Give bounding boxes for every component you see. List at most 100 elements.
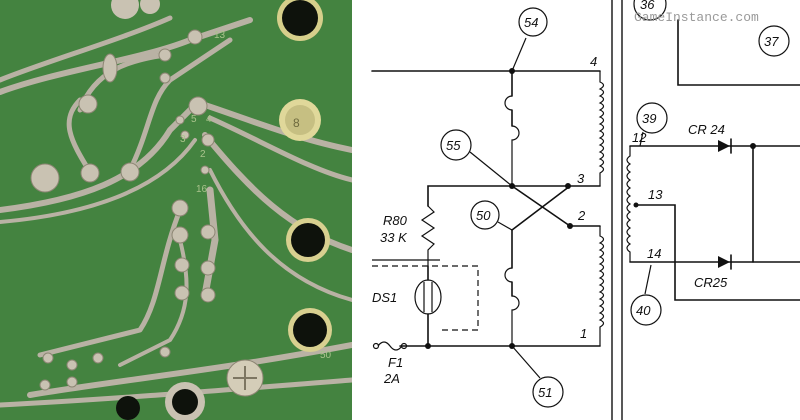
pin-label-1: 1 (580, 326, 587, 341)
pin-label-2: 2 (577, 208, 586, 223)
switch-blade (511, 185, 571, 227)
node-circle-50 (470, 200, 500, 230)
solder-pad (120, 162, 140, 182)
pin-label-14: 14 (647, 246, 661, 261)
lamp-enclosure-dashed (372, 265, 479, 331)
pcb-silk-label: 5 (191, 114, 197, 125)
node-label-54: 54 (524, 15, 538, 30)
fuse-f1-symbol (377, 341, 403, 351)
trace (202, 102, 352, 153)
node-label-36: 36 (640, 0, 655, 12)
node-label-40: 40 (636, 303, 651, 318)
leader-55 (469, 151, 513, 187)
wire-upper-right (677, 19, 800, 86)
lamp-label: DS1 (372, 290, 397, 305)
pcb-traces (0, 15, 352, 408)
diode-cr24-label: CR 24 (688, 122, 725, 137)
solder-pad (200, 165, 210, 175)
trace (207, 115, 352, 183)
solder-pad (175, 115, 185, 125)
leader-50 (497, 221, 513, 231)
wire-pin-13 (635, 204, 800, 301)
junction-dot (565, 183, 571, 189)
resistor-r80 (420, 205, 436, 266)
trace (66, 97, 93, 175)
pin-label-13: 13 (648, 187, 663, 202)
solder-pad (39, 379, 51, 391)
diode-cr25-label: CR25 (694, 275, 728, 290)
trace (0, 138, 197, 224)
trace (37, 207, 183, 358)
switch-contact (511, 295, 520, 346)
trace (208, 168, 352, 302)
diode-cr24 (718, 140, 730, 152)
solder-blob (140, 0, 160, 14)
secondary-winding (626, 146, 632, 262)
trace (202, 132, 352, 253)
solder-pad (187, 29, 203, 45)
leader-51 (511, 345, 541, 379)
solder-pad (188, 96, 208, 116)
mounting-hole (285, 105, 315, 135)
solder-pad (159, 346, 171, 358)
switch-contact (511, 125, 520, 186)
pcb-photo: 13 8 4 5 3 2 16 50 (0, 0, 352, 420)
schematic-background (352, 0, 800, 420)
solder-pad (201, 133, 215, 147)
pcb-silk-label: 13 (214, 30, 226, 41)
transformer-winding-upper (598, 71, 605, 186)
node-label-50: 50 (476, 208, 491, 223)
mounting-hole (282, 0, 318, 36)
pcb-silk-label: 8 (293, 116, 300, 130)
pcb-pads (30, 29, 216, 391)
pin-label-12: 12 (632, 130, 647, 145)
fuse-terminal (400, 342, 408, 350)
solder-pad (159, 72, 171, 84)
pcb-silk-label: 3 (180, 134, 186, 145)
pin-label-3: 3 (577, 171, 585, 186)
transformer-winding-lower (598, 226, 605, 346)
resistor-name: R80 (383, 213, 408, 228)
pcb-holes (111, 0, 332, 420)
solder-pad (180, 130, 190, 140)
solder-pad (174, 257, 190, 273)
mounting-hole (116, 396, 140, 420)
fuse-label: F1 (388, 355, 403, 370)
pcb-silk-label: 16 (196, 184, 208, 195)
solder-pad (171, 226, 189, 244)
solder-pad (200, 224, 216, 240)
trace (0, 15, 173, 83)
solder-pad (80, 163, 100, 183)
schematic: 54 4 3 55 2 50 1 51 F1 2A R80 33 K (352, 0, 800, 420)
switch-contact (504, 95, 513, 111)
node-circle-55 (440, 129, 472, 161)
fuse-terminal (372, 342, 380, 350)
node-label-51: 51 (538, 385, 552, 400)
solder-pad (78, 94, 98, 114)
watermark: GameInstance.com (634, 10, 759, 25)
node-label-55: 55 (446, 138, 461, 153)
diode-cr25 (718, 256, 730, 268)
solder-pad (174, 285, 190, 301)
pcb-silk-label: 50 (320, 350, 332, 361)
solder-pad (92, 352, 104, 364)
solder-pad (42, 352, 54, 364)
solder-blob (111, 0, 139, 19)
solder-pad (66, 376, 78, 388)
mounting-hole (291, 223, 325, 257)
mounting-hole (172, 389, 198, 415)
trace (201, 186, 219, 299)
solder-pad (66, 359, 78, 371)
solder-pad (102, 53, 118, 83)
solder-pad (30, 163, 60, 193)
node-circle-54 (518, 7, 548, 37)
node-circle-36 (633, 0, 667, 21)
node-circle-51 (532, 376, 564, 408)
solder-pad (171, 199, 189, 217)
node-label-37: 37 (764, 34, 779, 49)
node-label-39: 39 (642, 111, 656, 126)
pin-label-4: 4 (590, 54, 597, 69)
node-circle-39 (636, 102, 668, 134)
pcb-silk-label: 2 (200, 149, 206, 160)
trace (0, 377, 352, 408)
